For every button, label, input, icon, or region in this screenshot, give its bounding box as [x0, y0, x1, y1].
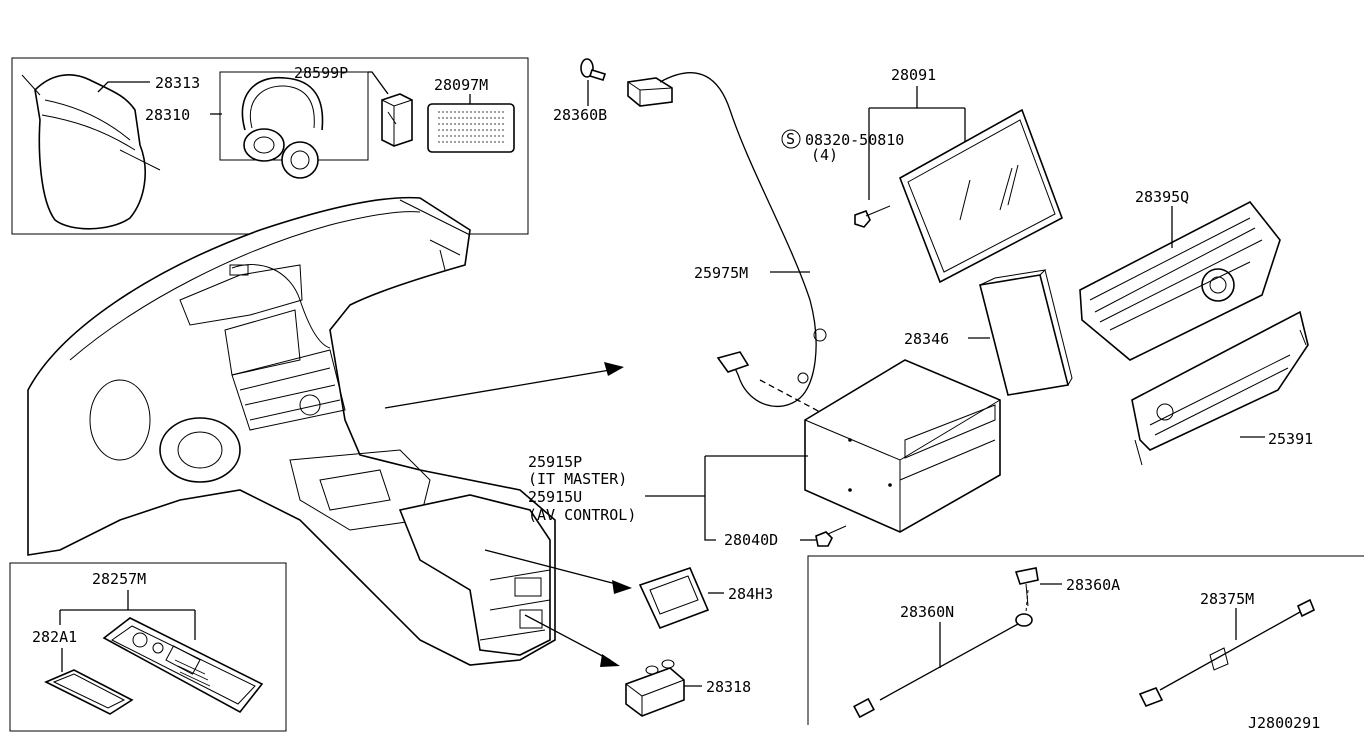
- console-switches: 284H3 28318: [484, 549, 773, 717]
- cable-box-frame: [807, 555, 1364, 725]
- label-28097M: 28097M: [434, 76, 488, 94]
- label-28318: 28318: [706, 678, 751, 696]
- headphone-bag[interactable]: [34, 74, 146, 230]
- dashboard-illustration: [27, 196, 556, 666]
- instruction-label[interactable]: [427, 103, 515, 153]
- label-25975M: 25975M: [694, 264, 748, 282]
- label-28346: 28346: [904, 330, 949, 348]
- label-28313: 28313: [155, 74, 200, 92]
- label-08320-qty: (4): [811, 146, 838, 164]
- steering-column: [159, 417, 241, 483]
- cable-box-group: 28360A 28360N 28375M: [807, 555, 1364, 725]
- label-25915P-note: (IT MASTER): [528, 470, 627, 488]
- module-28346[interactable]: [979, 269, 1073, 396]
- display-group: 28091 S 08320-50810 (4) 28346: [781, 66, 1313, 466]
- label-28257M: 28257M: [92, 570, 146, 588]
- switch-284H3[interactable]: [638, 567, 710, 630]
- av-control-unit[interactable]: [804, 359, 1001, 533]
- label-28360N: 28360N: [900, 603, 954, 621]
- cable-25975M[interactable]: [627, 72, 827, 407]
- label-25915U: 25915U: [528, 488, 582, 506]
- label-25915P: 25915P: [528, 453, 582, 471]
- label-28360B: 28360B: [553, 106, 607, 124]
- screw-08320[interactable]: [854, 205, 891, 228]
- headphone-earcup-right: [281, 141, 319, 179]
- panel-25391[interactable]: [1131, 310, 1309, 466]
- battery[interactable]: [381, 93, 413, 147]
- svg-text:S: S: [786, 130, 795, 148]
- headphone-earcup-left: [243, 128, 285, 162]
- label-28360A: 28360A: [1066, 576, 1120, 594]
- av-unit-group: 28360B 25975M 2804: [528, 58, 1001, 549]
- diagram-id: J2800291: [1248, 714, 1320, 732]
- display-28091[interactable]: [899, 108, 1063, 284]
- label-28040D: 28040D: [724, 531, 778, 549]
- clip-28360B[interactable]: [580, 58, 607, 81]
- label-28091: 28091: [891, 66, 936, 84]
- headphones[interactable]: [241, 76, 324, 131]
- label-28375M: 28375M: [1200, 590, 1254, 608]
- jack-28318[interactable]: [625, 659, 685, 717]
- control-panel-28395Q[interactable]: [1079, 200, 1281, 361]
- remote-kit-group: 28257M 282A1: [9, 562, 287, 732]
- battery-cover-282A1[interactable]: [44, 669, 134, 715]
- headphone-kit-group: 28313 28310 28599P 28097M: [11, 57, 529, 235]
- remote-kit-frame: [9, 562, 287, 732]
- label-28395Q: 28395Q: [1135, 188, 1189, 206]
- label-25391: 25391: [1268, 430, 1313, 448]
- ground-cable-28360N[interactable]: [853, 613, 1033, 719]
- s-circle-symbol: S: [781, 129, 801, 149]
- label-28310: 28310: [145, 106, 190, 124]
- clip-28360A[interactable]: [1014, 567, 1039, 613]
- label-28599P: 28599P: [294, 64, 348, 82]
- remote-control-28257M[interactable]: [102, 617, 264, 714]
- dash-arrow: [384, 362, 624, 409]
- label-25915U-note: (AV CONTROL): [528, 506, 636, 524]
- cable-28375M[interactable]: [1138, 598, 1316, 708]
- label-08320-50810: 08320-50810: [805, 131, 904, 149]
- label-282A1: 282A1: [32, 628, 77, 646]
- screw-28040D[interactable]: [815, 525, 847, 547]
- label-284H3: 284H3: [728, 585, 773, 603]
- center-console: [398, 494, 551, 656]
